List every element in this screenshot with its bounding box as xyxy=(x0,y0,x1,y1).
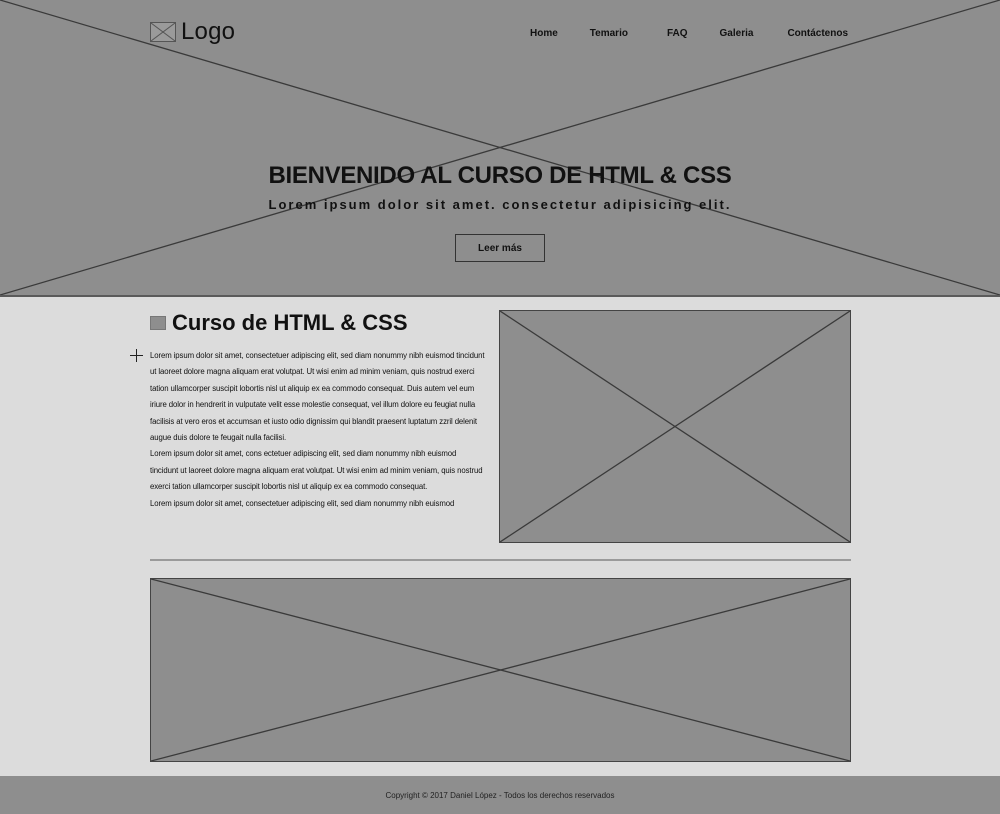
main-nav: Home Temario FAQ Galeria Contáctenos xyxy=(530,28,848,39)
hero-image-placeholder xyxy=(0,0,1000,295)
logo-text: Logo xyxy=(181,18,236,45)
section-title: Curso de HTML & CSS xyxy=(172,310,408,335)
wide-image-placeholder xyxy=(150,578,851,762)
hero-title: BIENVENIDO AL CURSO DE HTML & CSS xyxy=(268,162,732,189)
nav-faq[interactable]: FAQ xyxy=(666,28,688,39)
nav-temario[interactable]: Temario xyxy=(589,28,628,39)
section-header: Curso de HTML & CSS xyxy=(150,310,408,336)
hero-subtitle: Lorem ipsum dolor sit amet. consectetur … xyxy=(268,197,732,212)
paragraph: Lorem ipsum dolor sit amet, consectetuer… xyxy=(150,351,485,443)
content-image-placeholder xyxy=(499,310,851,543)
crosshair-cursor-icon xyxy=(130,349,143,362)
logo[interactable]: Logo xyxy=(150,18,235,46)
hero-banner: Logo Home Temario FAQ Galeria Contácteno… xyxy=(0,0,1000,297)
paragraph: Lorem ipsum dolor sit amet, consectetuer… xyxy=(150,498,455,508)
divider xyxy=(150,559,851,561)
copyright-text: Copyright © 2017 Daniel López - Todos lo… xyxy=(385,790,615,800)
body-text: Lorem ipsum dolor sit amet, consectetuer… xyxy=(150,348,485,512)
nav-contactenos[interactable]: Contáctenos xyxy=(787,28,849,39)
nav-galeria[interactable]: Galeria xyxy=(719,28,754,39)
section-square-icon xyxy=(150,316,166,330)
image-placeholder-icon xyxy=(150,22,176,42)
nav-home[interactable]: Home xyxy=(530,28,558,39)
paragraph: Lorem ipsum dolor sit amet, cons ectetue… xyxy=(150,449,483,492)
read-more-button[interactable]: Leer más xyxy=(455,234,545,262)
footer: Copyright © 2017 Daniel López - Todos lo… xyxy=(0,776,1000,814)
